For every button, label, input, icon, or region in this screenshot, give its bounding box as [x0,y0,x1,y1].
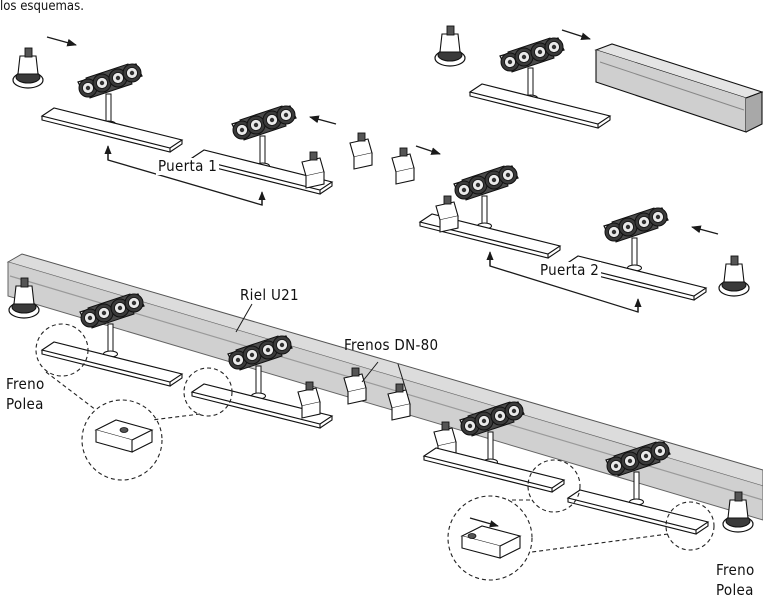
detail-circle-plate-left-end [35,323,89,377]
zoomed-plate-right [460,517,522,559]
arrow-door1-right [309,115,337,125]
detail-circle-plate-end [665,501,715,551]
pulley-brake-left-label-line2: Polea [6,395,44,413]
carriage-door2-left [454,166,518,229]
pulley-brake-right-label-line2: Polea [716,581,754,599]
rail-segment-top [594,43,763,133]
exploded-view [12,25,763,313]
leader-frenos-2 [397,363,407,391]
door1-label: Puerta 1 [156,157,220,175]
rail-u21 [6,253,763,521]
rail-label: Riel U21 [240,286,299,304]
pulley-brake-top-left [12,47,44,89]
detail-circle-zoom-left [81,399,163,481]
arrow-top-left [46,36,77,47]
arrow-brake [415,145,441,155]
detail-circle-plate-mid [527,459,581,513]
pulley-brake-left-label-line1: Freno [6,375,45,393]
brake-b [391,147,415,185]
pulley-brake-right-label-line1: Freno [716,561,755,579]
brakes-label: Frenos DN-80 [344,336,439,354]
caption-text: los esquemas. [0,0,84,14]
detail-circle-plate-right-end [183,367,233,417]
arrow-top-right [561,29,591,41]
detail-circle-zoom-right [447,495,533,581]
leader-frenos-1 [361,361,379,383]
arrow-door2-right [691,225,719,235]
leader-riel [235,303,253,333]
plate-door1-left [41,107,183,153]
carriage-door2-right [604,208,668,271]
pulley-brake-top-right [434,25,466,67]
zoomed-plate-left [94,419,154,453]
pulley-brake-mid-right [718,255,750,297]
plate-top-right [469,83,611,129]
brake-a [349,132,373,170]
assembled-view [6,253,763,581]
door2-label: Puerta 2 [538,261,602,279]
